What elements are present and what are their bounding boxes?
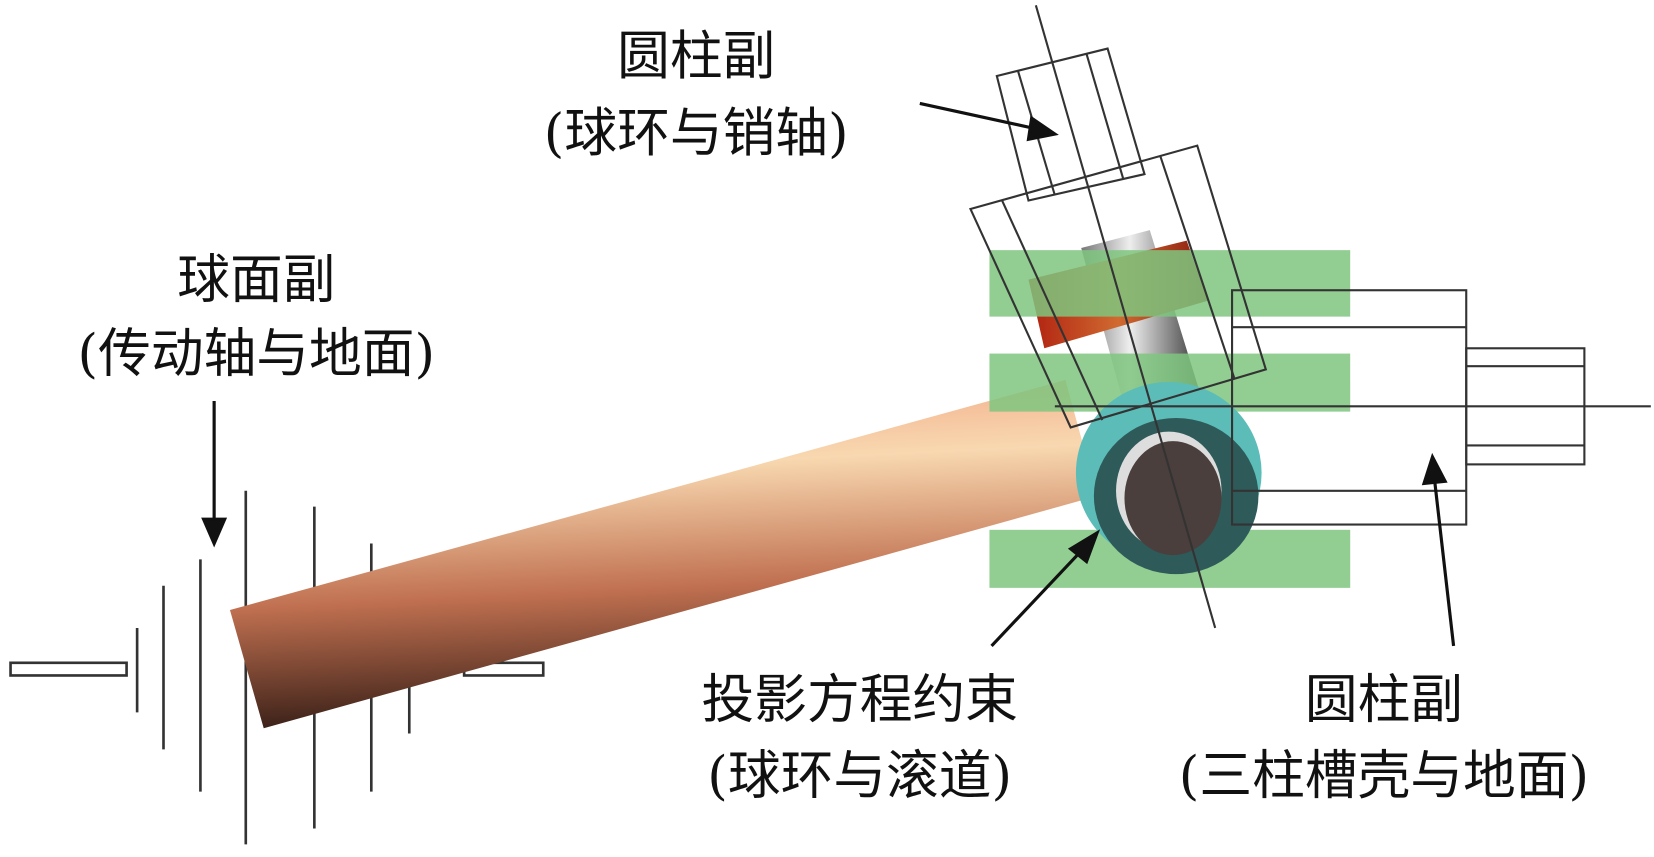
projection-sub: (球环与滚道) — [707, 746, 1012, 807]
cyl-pair-top-title: 圆柱副 — [617, 26, 775, 87]
arrows — [201, 101, 1456, 648]
spherical-pair-sub: (传动轴与地面) — [78, 323, 436, 384]
cyl-pair-right-title: 圆柱副 — [1305, 670, 1463, 731]
cyl-pair-right-sub: (三柱槽壳与地面) — [1179, 746, 1589, 807]
wireframes — [968, 4, 1651, 629]
ground-plates — [9, 490, 545, 845]
cyl-pair-top-sub: (球环与销轴) — [544, 103, 849, 164]
spherical-pair-title: 球面副 — [177, 250, 335, 311]
projection-title: 投影方程约束 — [701, 670, 1017, 731]
drive-shaft — [229, 379, 1098, 729]
